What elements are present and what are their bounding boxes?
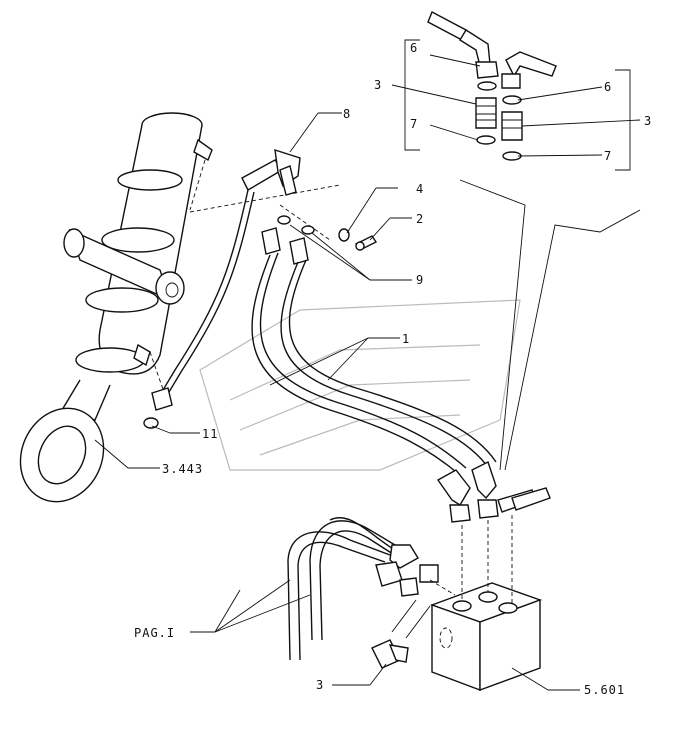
bracket: [615, 69, 631, 171]
fittings-detail: [427, 11, 557, 161]
callout-4: 4: [416, 182, 424, 196]
callout-6-right: 6: [604, 80, 612, 94]
pointer-line: [459, 179, 526, 471]
callout-3-443: 3.443: [162, 462, 203, 476]
hydraulic-cylinder: [19, 112, 213, 503]
callout-8: 8: [343, 107, 351, 121]
elbow-pipe: [143, 148, 301, 429]
guide-line: [429, 579, 456, 596]
callout-11: 11: [202, 427, 218, 441]
leader-lines: [94, 54, 641, 691]
callout-pag-i: PAG.I: [134, 626, 175, 640]
callout-3-right: 3: [644, 114, 652, 128]
guide-line: [149, 351, 166, 396]
callout-7-right: 7: [604, 149, 612, 163]
callout-7-left: 7: [410, 117, 418, 131]
callout-3-bottom: 3: [316, 678, 324, 692]
callout-2: 2: [416, 212, 424, 226]
callout-6-left: 6: [410, 41, 418, 55]
adapter: [371, 639, 409, 669]
callout-1: 1: [402, 332, 410, 346]
callout-5-601: 5.601: [584, 683, 625, 697]
pointer-line: [504, 209, 641, 471]
lower-hoses: [287, 517, 439, 661]
callout-3-top: 3: [374, 78, 382, 92]
valve-block: [429, 582, 543, 692]
guide-line: [189, 184, 341, 213]
bracket: [404, 39, 420, 151]
guide-line: [279, 204, 331, 241]
callout-labels: 8 4 2 9 1 11 3.443 6 3 7 6 3 7 PAG.I 3 5…: [134, 41, 652, 697]
main-hoses: [251, 227, 551, 523]
guide-line: [189, 159, 206, 211]
fasteners: [277, 215, 378, 251]
callout-9: 9: [416, 273, 424, 287]
watermark-logo: [199, 299, 521, 471]
